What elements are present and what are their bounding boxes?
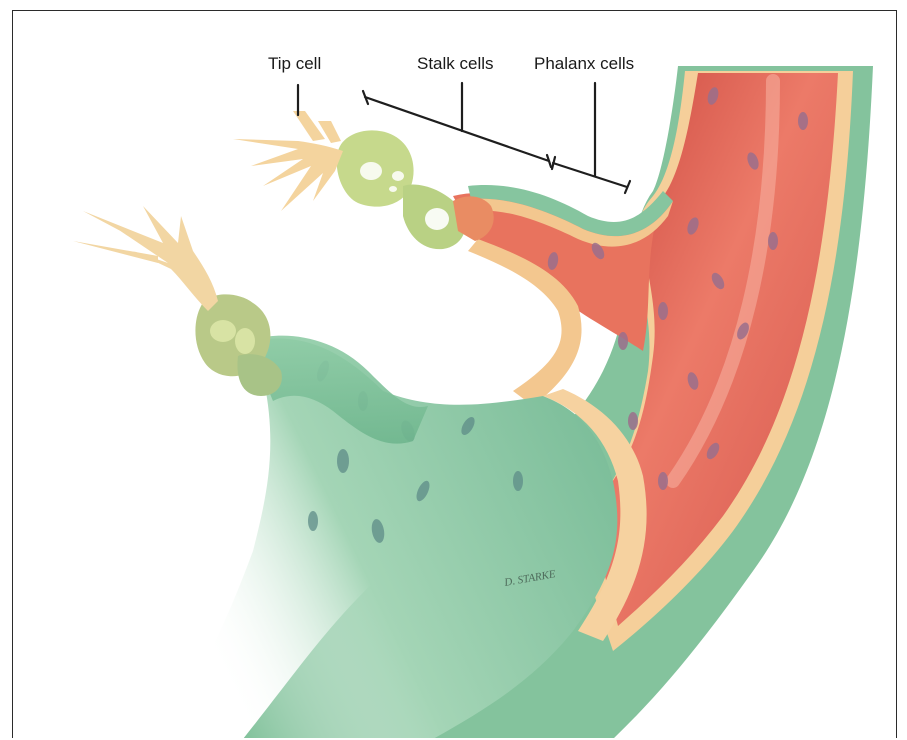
phalanx-cells-label: Phalanx cells bbox=[534, 54, 634, 73]
upper-tip-cell bbox=[233, 111, 343, 211]
stalk-cells-label: Stalk cells bbox=[417, 54, 494, 73]
figure-frame: Tip cell Stalk cells Phalanx cells D. ST… bbox=[12, 10, 897, 738]
phalanx-bracket bbox=[553, 163, 627, 187]
tip-cell-label: Tip cell bbox=[268, 54, 321, 73]
angiogenesis-diagram: Tip cell Stalk cells Phalanx cells D. ST… bbox=[13, 11, 897, 738]
lower-tip-cell bbox=[73, 206, 218, 311]
